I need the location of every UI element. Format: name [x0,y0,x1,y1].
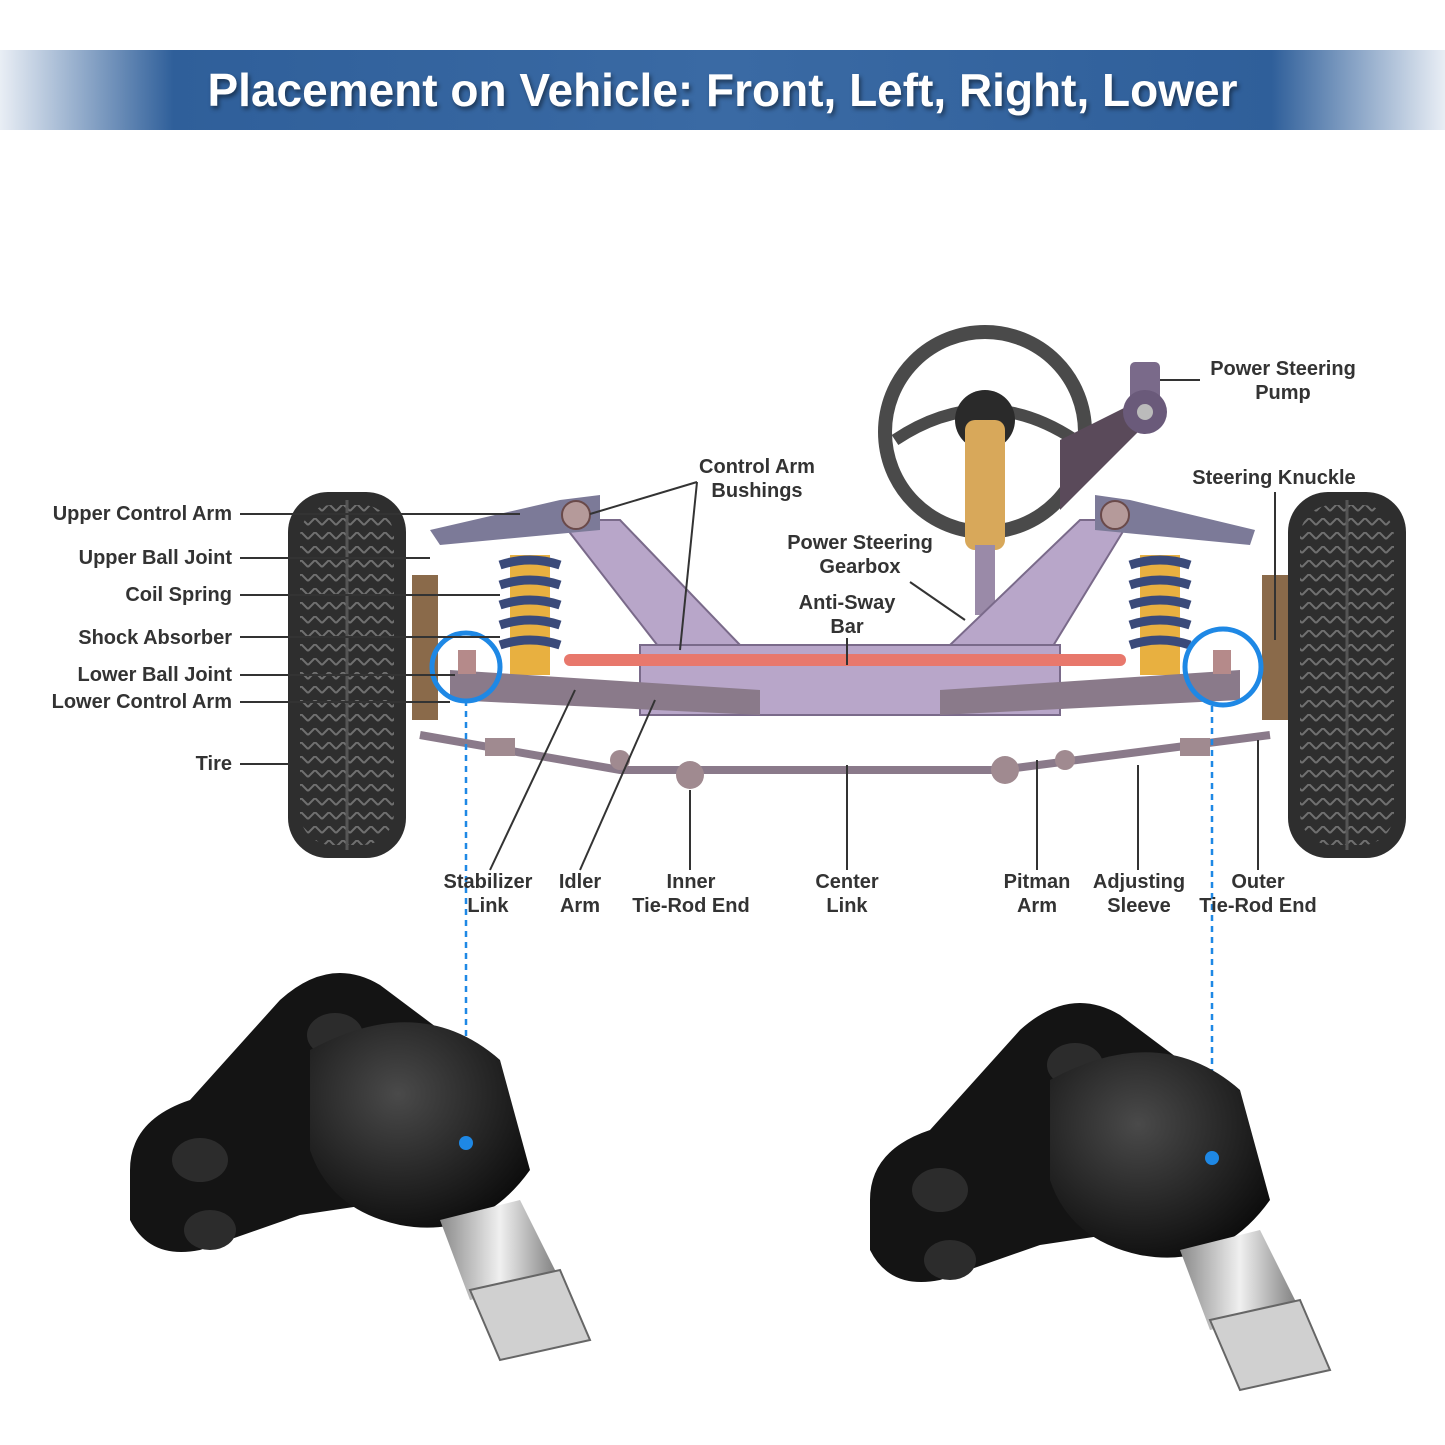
ball-joint-left [130,973,592,1362]
ball-joint-right [870,1003,1332,1392]
label-control-arm-bushings: Control Arm Bushings [699,456,815,502]
label-upper-ball-joint: Upper Ball Joint [78,547,232,569]
label-lower-control-arm: Lower Control Arm [51,691,232,713]
power-steering-pump [1060,362,1167,510]
coil-spring-right [1128,555,1192,675]
steering-knuckle-left [412,575,438,720]
coil-spring-left [498,555,562,675]
upper-control-arm-right [1095,495,1255,545]
lower-control-arm-right [940,670,1240,715]
right-tire [1288,492,1406,858]
label-steering-knuckle: Steering Knuckle [1192,467,1356,489]
steering-linkage [419,731,1271,789]
page-title: Placement on Vehicle: Front, Left, Right… [207,64,1238,116]
header-banner: Placement on Vehicle: Front, Left, Right… [0,50,1445,130]
steering-wheel [878,325,1092,615]
label-shock-absorber: Shock Absorber [78,627,232,649]
label-upper-control-arm: Upper Control Arm [52,503,232,525]
lower-control-arm-left [450,670,760,715]
label-lower-ball-joint: Lower Ball Joint [77,664,232,686]
upper-control-arm-left [430,495,600,545]
label-power-steering-pump: Power Steering Pump [1210,358,1356,404]
label-coil-spring: Coil Spring [125,584,232,606]
label-power-steering-gearbox: Power Steering Gearbox [787,532,933,578]
label-anti-sway-bar: Anti-Sway Bar [798,592,896,638]
leader-lines [240,379,1276,871]
label-tire: Tire [195,753,232,775]
lower-ball-joint-right-highlight [1182,626,1264,708]
